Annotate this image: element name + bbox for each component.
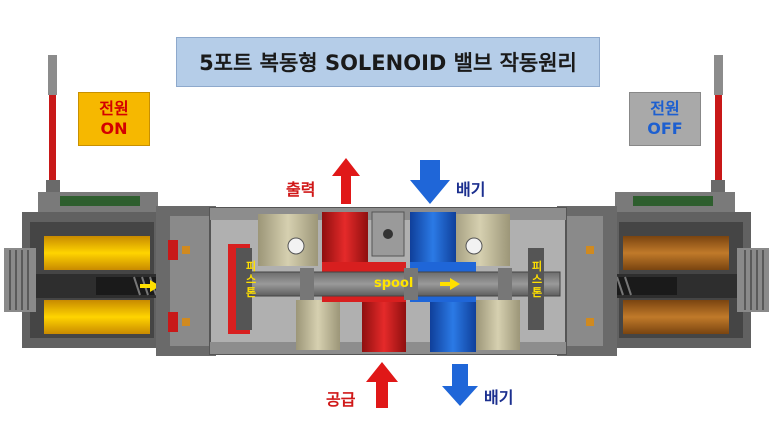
left-seal-bottom	[168, 312, 178, 332]
exhaust-top-arrow-down	[410, 160, 450, 204]
page-title: 5포트 복동형 SOLENOID 밸브 작동원리	[176, 37, 600, 87]
right-coil-top	[623, 236, 729, 270]
right-wire-red	[715, 95, 722, 183]
left-end-thread	[4, 248, 36, 312]
land-bottom-left	[296, 300, 340, 350]
spool-arrow	[440, 278, 460, 290]
left-thread-lines	[9, 250, 29, 310]
left-seal-top	[168, 240, 178, 260]
bolt-hole-right	[465, 237, 483, 255]
left-wire-gray	[48, 55, 57, 95]
supply-port-red	[362, 296, 406, 352]
exhaust-top-port-blue	[410, 212, 456, 268]
left-coil-bottom	[44, 300, 150, 334]
exhaust-bottom-port-blue	[430, 296, 476, 352]
right-piston-head	[528, 248, 544, 330]
power-on-line1: 전원	[99, 99, 129, 118]
right-thread-lines	[744, 250, 764, 310]
left-piston-label: 피 스 톤	[245, 260, 257, 299]
spool-label: spool	[374, 276, 414, 291]
right-end-thread	[737, 248, 769, 312]
left-piston-head	[236, 248, 252, 330]
right-wire-gray	[714, 55, 723, 95]
output-label: 출력	[286, 180, 316, 199]
left-oring-bottom	[182, 318, 190, 326]
power-off-badge: 전원 OFF	[629, 92, 701, 146]
supply-label: 공급	[326, 390, 356, 409]
land-top-left	[258, 214, 318, 266]
left-pcb	[60, 196, 140, 206]
land-bottom-right	[476, 300, 520, 350]
spool-land-3	[498, 268, 512, 300]
right-wire-clamp	[711, 180, 725, 194]
bolt-hole-left	[287, 237, 305, 255]
left-wire-clamp	[46, 180, 60, 194]
output-arrow-up	[332, 158, 360, 204]
spool-land-2	[404, 268, 418, 300]
center-plug-hole	[383, 229, 393, 239]
right-oring-top	[586, 246, 594, 254]
exhaust-bottom-label: 배기	[484, 388, 514, 407]
right-pcb	[633, 196, 713, 206]
power-off-line2: OFF	[647, 119, 683, 138]
supply-arrow-up	[366, 362, 398, 408]
right-oring-bottom	[586, 318, 594, 326]
exhaust-top-label: 배기	[456, 180, 486, 199]
exhaust-bottom-arrow-down	[442, 364, 478, 406]
left-plunger-arrow	[140, 280, 160, 292]
spool-land-1	[300, 268, 314, 300]
left-oring-top	[182, 246, 190, 254]
power-on-line2: ON	[100, 119, 128, 138]
right-coil-bottom	[623, 300, 729, 334]
right-piston-label: 피 스 톤	[531, 260, 543, 299]
power-off-line1: 전원	[650, 99, 680, 118]
left-wire-red	[49, 95, 56, 183]
left-coil-top	[44, 236, 150, 270]
output-port-red	[322, 212, 368, 268]
power-on-badge: 전원 ON	[78, 92, 150, 146]
